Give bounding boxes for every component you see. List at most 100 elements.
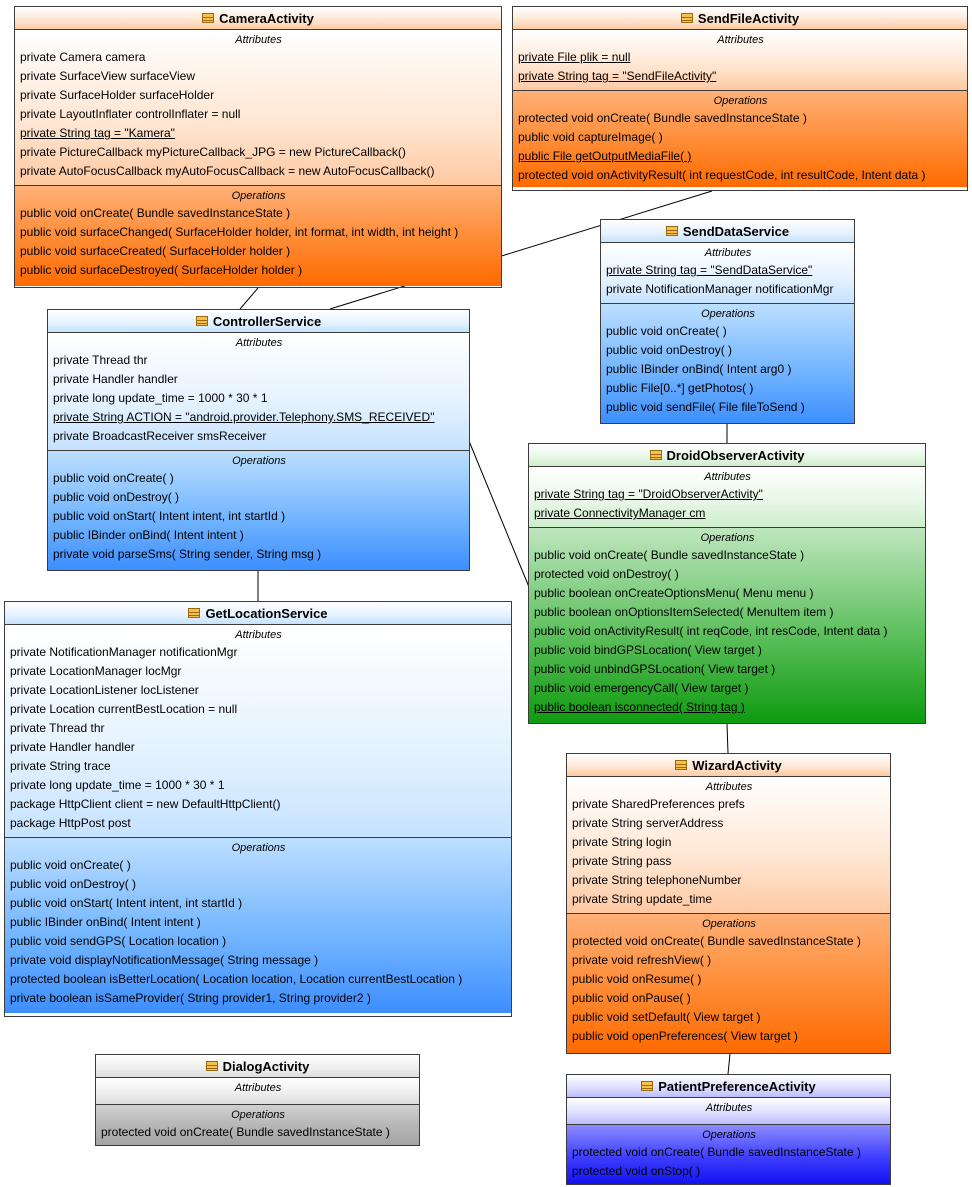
class-header: DroidObserverActivity	[529, 444, 925, 467]
attributes-section: Attributes	[567, 1098, 890, 1124]
operation-row: public void onCreate( )	[53, 471, 174, 485]
class-name: CameraActivity	[219, 10, 314, 26]
class-dialog-activity[interactable]: DialogActivity Attributes Operations pro…	[95, 1054, 420, 1146]
attributes-section: Attributes private File plik = null priv…	[513, 30, 967, 90]
operations-section: Operations public void onCreate( Bundle …	[15, 185, 501, 286]
operations-title: Operations	[700, 532, 755, 544]
class-name: SendFileActivity	[697, 10, 800, 26]
link-droidobserver-wizard	[726, 723, 729, 754]
class-controller-service[interactable]: ControllerService Attributes private Thr…	[47, 309, 470, 571]
operation-row: protected void onDestroy( )	[534, 567, 679, 581]
operation-row: public void surfaceDestroyed( SurfaceHol…	[20, 263, 303, 277]
attributes-section: Attributes private NotificationManager n…	[5, 625, 511, 837]
attribute-row: private long update_time = 1000 * 30 * 1	[10, 778, 225, 792]
class-icon	[665, 226, 678, 236]
operation-row: public IBinder onBind( Intent intent )	[53, 528, 244, 542]
attribute-row: private String serverAddress	[572, 816, 724, 830]
operation-row: public void onCreate( )	[606, 324, 727, 338]
attribute-row: private NotificationManager notification…	[606, 282, 834, 296]
operation-row: public IBinder onBind( Intent arg0 )	[606, 362, 792, 376]
operation-row: protected void onStop( )	[572, 1164, 701, 1178]
operation-row: public File getOutputMediaFile( )	[518, 149, 692, 163]
link-sendfile-controller	[329, 190, 713, 310]
attribute-row: private String login	[572, 835, 672, 849]
operation-row: public void surfaceCreated( SurfaceHolde…	[20, 244, 291, 258]
operation-row: public void surfaceChanged( SurfaceHolde…	[20, 225, 459, 239]
operation-row: public void sendFile( File fileToSend )	[606, 400, 805, 414]
operation-row: protected void onCreate( Bundle savedIns…	[572, 934, 861, 948]
attribute-row: private String tag = "SendFileActivity"	[518, 69, 717, 83]
class-name: DroidObserverActivity	[666, 447, 805, 463]
operation-row: protected void onCreate( Bundle savedIns…	[518, 111, 807, 125]
class-header: DialogActivity	[96, 1055, 419, 1078]
class-header: GetLocationService	[5, 602, 511, 625]
attribute-row: private SharedPreferences prefs	[572, 797, 745, 811]
attribute-row: private ConnectivityManager cm	[534, 506, 706, 520]
class-icon	[202, 13, 215, 23]
attributes-title: Attributes	[235, 34, 282, 46]
attribute-row: private Location currentBestLocation = n…	[10, 702, 238, 716]
class-name: SendDataService	[682, 223, 790, 239]
operation-row: public void onResume( )	[572, 972, 702, 986]
link-wizard-patientpref	[727, 1053, 731, 1075]
operation-row: public boolean isconnected( String tag )	[534, 700, 745, 714]
class-name: PatientPreferenceActivity	[658, 1078, 816, 1094]
operation-row: public void openPreferences( View target…	[572, 1029, 798, 1043]
class-get-location-service[interactable]: GetLocationService Attributes private No…	[4, 601, 512, 1017]
attribute-row: private PictureCallback myPictureCallbac…	[20, 145, 406, 159]
attribute-row: private String ACTION = "android.provide…	[53, 410, 435, 424]
attribute-row: private SurfaceView surfaceView	[20, 69, 195, 83]
class-header: ControllerService	[48, 310, 469, 333]
attributes-section: Attributes private SharedPreferences pre…	[567, 777, 890, 913]
class-icon	[680, 13, 693, 23]
attribute-row: package HttpPost post	[10, 816, 131, 830]
class-send-data-service[interactable]: SendDataService Attributes private Strin…	[600, 219, 855, 424]
operation-row: public void onDestroy( )	[10, 877, 137, 891]
attribute-row: private LocationListener locListener	[10, 683, 199, 697]
attribute-row: private SurfaceHolder surfaceHolder	[20, 88, 215, 102]
attribute-row: private Camera camera	[20, 50, 146, 64]
link-camera-controller	[239, 287, 259, 310]
attribute-row: package HttpClient client = new DefaultH…	[10, 797, 281, 811]
attribute-row: private LocationManager locMgr	[10, 664, 182, 678]
operation-row: public void onActivityResult( int reqCod…	[534, 624, 888, 638]
class-droid-observer-activity[interactable]: DroidObserverActivity Attributes private…	[528, 443, 926, 724]
class-camera-activity[interactable]: CameraActivity Attributes private Camera…	[14, 6, 502, 288]
attributes-section: Attributes private String tag = "DroidOb…	[529, 467, 925, 527]
operation-row: public void onStart( Intent intent, int …	[53, 509, 286, 523]
operation-row: public void unbindGPSLocation( View targ…	[534, 662, 776, 676]
attributes-section: Attributes private Camera camera private…	[15, 30, 501, 185]
operation-row: protected void onCreate( Bundle savedIns…	[572, 1145, 861, 1159]
operations-title: Operations	[713, 95, 768, 107]
operations-title: Operations	[701, 308, 755, 320]
class-header: WizardActivity	[567, 754, 890, 777]
class-patient-preference-activity[interactable]: PatientPreferenceActivity Attributes Ope…	[566, 1074, 891, 1185]
attribute-row: private String telephoneNumber	[572, 873, 742, 887]
attributes-title: Attributes	[704, 247, 752, 259]
operation-row: private void refreshView( )	[572, 953, 712, 967]
operation-row: public void onStart( Intent intent, int …	[10, 896, 243, 910]
operation-row: private void parseSms( String sender, St…	[53, 547, 322, 561]
class-icon	[675, 760, 688, 770]
attributes-title: Attributes	[705, 781, 753, 793]
operation-row: public void onDestroy( )	[53, 490, 180, 504]
attributes-title: Attributes	[234, 1082, 282, 1094]
class-icon	[641, 1081, 654, 1091]
class-name: DialogActivity	[222, 1058, 310, 1074]
operation-row: public void onCreate( Bundle savedInstan…	[534, 548, 805, 562]
operations-title: Operations	[231, 190, 286, 202]
operation-row: public void setDefault( View target )	[572, 1010, 761, 1024]
operation-row: public boolean onCreateOptionsMenu( Menu…	[534, 586, 814, 600]
operation-row: public void onCreate( )	[10, 858, 131, 872]
class-header: SendDataService	[601, 220, 854, 243]
operations-title: Operations	[702, 1129, 756, 1141]
class-send-file-activity[interactable]: SendFileActivity Attributes private File…	[512, 6, 968, 191]
attribute-row: private String tag = "DroidObserverActiv…	[534, 487, 763, 501]
operation-row: public void onPause( )	[572, 991, 691, 1005]
operations-section: Operations public void onCreate( ) publi…	[601, 303, 854, 423]
operation-row: public void onDestroy( )	[606, 343, 733, 357]
attribute-row: private String tag = "Kamera"	[20, 126, 175, 140]
operation-row: private boolean isSameProvider( String p…	[10, 991, 371, 1005]
class-wizard-activity[interactable]: WizardActivity Attributes private Shared…	[566, 753, 891, 1054]
